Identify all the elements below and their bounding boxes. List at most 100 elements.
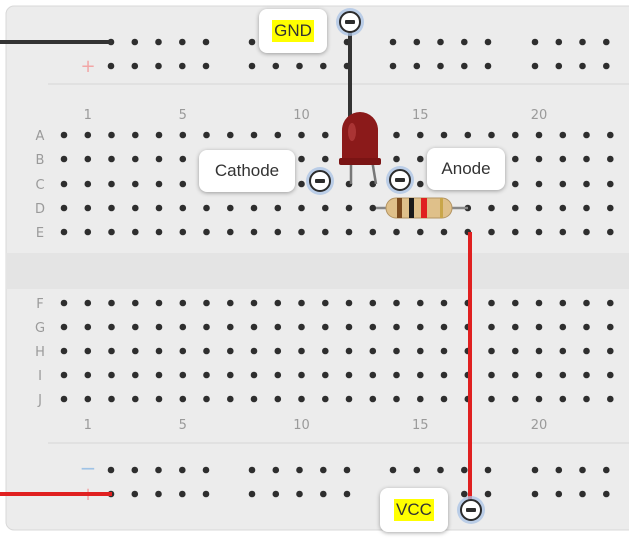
breadboard-hole[interactable] — [84, 299, 92, 307]
breadboard-hole[interactable] — [488, 347, 495, 355]
breadboard-hole[interactable] — [155, 155, 163, 163]
breadboard-hole[interactable] — [369, 395, 377, 403]
breadboard-hole[interactable] — [393, 395, 400, 403]
breadboard-hole[interactable] — [84, 371, 92, 379]
breadboard-hole[interactable] — [298, 228, 305, 236]
breadboard-hole[interactable] — [60, 395, 68, 403]
rail-hole[interactable] — [531, 466, 539, 474]
breadboard-hole[interactable] — [488, 299, 495, 307]
resistor[interactable] — [376, 197, 468, 219]
breadboard-hole[interactable] — [155, 395, 163, 403]
breadboard-hole[interactable] — [155, 347, 163, 355]
breadboard-hole[interactable] — [227, 299, 234, 307]
breadboard-hole[interactable] — [203, 323, 210, 331]
breadboard-hole[interactable] — [84, 228, 92, 236]
breadboard-hole[interactable] — [179, 228, 187, 236]
breadboard-hole[interactable] — [393, 323, 400, 331]
breadboard-hole[interactable] — [179, 180, 187, 188]
breadboard-hole[interactable] — [345, 228, 353, 236]
breadboard-hole[interactable] — [583, 299, 590, 307]
breadboard-hole[interactable] — [155, 204, 163, 212]
rail-hole[interactable] — [296, 490, 303, 498]
breadboard-hole[interactable] — [322, 299, 329, 307]
breadboard-hole[interactable] — [607, 371, 614, 379]
breadboard-hole[interactable] — [535, 323, 543, 331]
breadboard-hole[interactable] — [512, 131, 519, 139]
breadboard-hole[interactable] — [417, 323, 424, 331]
breadboard-hole[interactable] — [488, 395, 495, 403]
breadboard-hole[interactable] — [488, 204, 495, 212]
breadboard-hole[interactable] — [274, 131, 282, 139]
breadboard-hole[interactable] — [607, 131, 614, 139]
breadboard-hole[interactable] — [60, 347, 68, 355]
rail-hole[interactable] — [461, 466, 468, 474]
breadboard-hole[interactable] — [583, 371, 590, 379]
rail-hole[interactable] — [579, 38, 586, 46]
breadboard-hole[interactable] — [84, 395, 92, 403]
breadboard-hole[interactable] — [108, 228, 115, 236]
breadboard-hole[interactable] — [155, 180, 163, 188]
vcc-pin-icon[interactable] — [460, 499, 482, 521]
breadboard-hole[interactable] — [417, 347, 424, 355]
breadboard-hole[interactable] — [274, 299, 282, 307]
breadboard-hole[interactable] — [512, 155, 519, 163]
breadboard-hole[interactable] — [369, 299, 377, 307]
breadboard-hole[interactable] — [559, 131, 567, 139]
breadboard-hole[interactable] — [607, 228, 614, 236]
rail-hole[interactable] — [248, 62, 256, 70]
led[interactable] — [339, 112, 381, 185]
breadboard-hole[interactable] — [274, 395, 282, 403]
breadboard-hole[interactable] — [345, 299, 353, 307]
rail-hole[interactable] — [296, 466, 303, 474]
rail-hole[interactable] — [461, 490, 468, 498]
breadboard-hole[interactable] — [583, 228, 590, 236]
breadboard-hole[interactable] — [393, 347, 400, 355]
rail-hole[interactable] — [202, 466, 210, 474]
breadboard-hole[interactable] — [583, 347, 590, 355]
breadboard-hole[interactable] — [393, 299, 400, 307]
breadboard-hole[interactable] — [274, 323, 282, 331]
rail-hole[interactable] — [272, 62, 280, 70]
breadboard-hole[interactable] — [203, 131, 210, 139]
breadboard-hole[interactable] — [132, 347, 139, 355]
rail-hole[interactable] — [320, 490, 327, 498]
breadboard-hole[interactable] — [607, 323, 614, 331]
rail-hole[interactable] — [320, 62, 327, 70]
breadboard-hole[interactable] — [179, 323, 187, 331]
rail-hole[interactable] — [272, 490, 280, 498]
rail-hole[interactable] — [555, 38, 563, 46]
breadboard-hole[interactable] — [203, 299, 210, 307]
rail-hole[interactable] — [603, 38, 610, 46]
breadboard-hole[interactable] — [60, 299, 68, 307]
breadboard-hole[interactable] — [535, 395, 543, 403]
breadboard-hole[interactable] — [155, 299, 163, 307]
breadboard-hole[interactable] — [535, 180, 543, 188]
rail-hole[interactable] — [179, 62, 186, 70]
breadboard-hole[interactable] — [274, 228, 282, 236]
breadboard-hole[interactable] — [512, 204, 519, 212]
breadboard-hole[interactable] — [84, 155, 92, 163]
breadboard-hole[interactable] — [179, 371, 187, 379]
breadboard-hole[interactable] — [322, 371, 329, 379]
breadboard-hole[interactable] — [250, 347, 258, 355]
rail-hole[interactable] — [155, 490, 162, 498]
breadboard-hole[interactable] — [607, 299, 614, 307]
breadboard-hole[interactable] — [298, 371, 305, 379]
breadboard-hole[interactable] — [512, 395, 519, 403]
breadboard-hole[interactable] — [132, 395, 139, 403]
breadboard-hole[interactable] — [155, 131, 163, 139]
breadboard-hole[interactable] — [108, 371, 115, 379]
breadboard-hole[interactable] — [440, 323, 448, 331]
rail-hole[interactable] — [202, 490, 210, 498]
rail-hole[interactable] — [248, 490, 256, 498]
breadboard-hole[interactable] — [132, 371, 139, 379]
breadboard-hole[interactable] — [227, 228, 234, 236]
breadboard-hole[interactable] — [84, 180, 92, 188]
breadboard-hole[interactable] — [250, 131, 258, 139]
breadboard-hole[interactable] — [417, 299, 424, 307]
breadboard-hole[interactable] — [512, 299, 519, 307]
rail-hole[interactable] — [531, 62, 539, 70]
breadboard-hole[interactable] — [559, 323, 567, 331]
breadboard-hole[interactable] — [322, 347, 329, 355]
breadboard-hole[interactable] — [488, 228, 495, 236]
